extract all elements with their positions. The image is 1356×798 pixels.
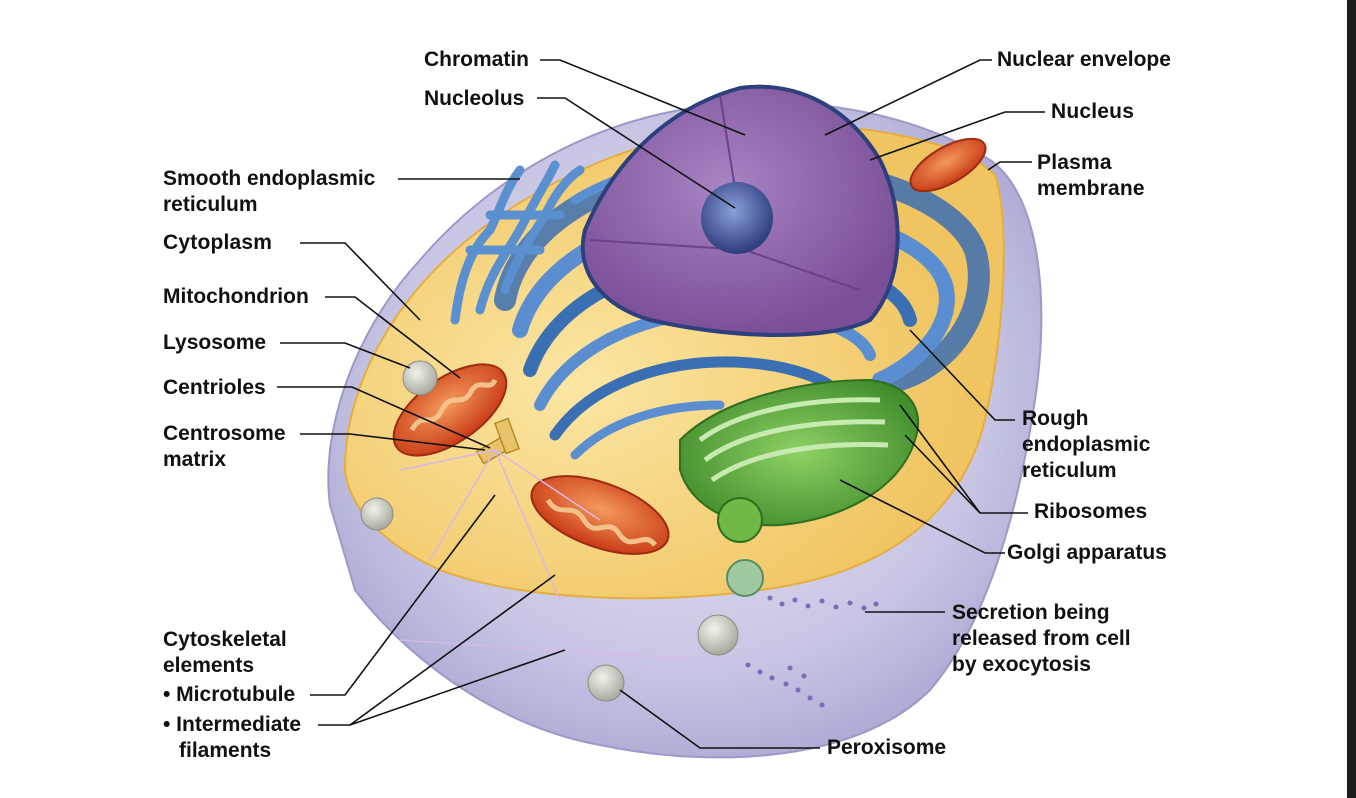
label-centrosome-line1: Centrosome xyxy=(163,422,286,445)
exocytosis-vesicle-shape xyxy=(726,559,764,597)
label-intermediate-line1: • Intermediate xyxy=(163,713,302,736)
right-edge-bar xyxy=(1347,0,1356,798)
label-ribosomes: Ribosomes xyxy=(1034,500,1148,523)
leader-nucleus xyxy=(869,111,1045,161)
leader-centrioles xyxy=(277,386,491,449)
label-peroxisome: Peroxisome xyxy=(827,736,947,759)
leader-cytoplasm xyxy=(300,242,421,321)
label-nucleolus: Nucleolus xyxy=(424,87,525,110)
leader-nuclear-envelope xyxy=(824,59,992,136)
label-lysosome: Lysosome xyxy=(163,331,267,354)
label-cytoplasm: Cytoplasm xyxy=(163,231,273,254)
leader-intermediate-2 xyxy=(349,649,566,726)
label-smooth-er-line1: Smooth endoplasmic xyxy=(163,167,376,190)
vesicle-shape xyxy=(360,497,394,531)
label-plasma-membrane-line2: membrane xyxy=(1037,177,1145,200)
leader-nucleolus xyxy=(537,97,736,209)
leader-golgi xyxy=(839,479,1005,554)
label-centrosome-line2: matrix xyxy=(163,448,227,471)
lysosome-shape xyxy=(402,360,438,396)
leader-rough-er xyxy=(909,329,1015,421)
label-mitochondrion: Mitochondrion xyxy=(163,285,309,308)
label-smooth-er-line2: reticulum xyxy=(163,193,258,216)
label-centrioles: Centrioles xyxy=(163,376,266,399)
label-plasma-membrane-line1: Plasma xyxy=(1037,151,1112,174)
vesicle-shape xyxy=(697,614,739,656)
label-microtubule: • Microtubule xyxy=(163,683,296,706)
nucleolus-shape xyxy=(701,182,773,254)
leader-centrosome-matrix xyxy=(300,433,486,451)
mitochondrion-right-shape xyxy=(909,137,987,193)
leader-lysosome xyxy=(280,342,411,369)
leader-mitochondrion xyxy=(325,296,461,379)
label-rough-er-line2: endoplasmic xyxy=(1022,433,1151,456)
smooth-er-shape xyxy=(450,160,620,325)
leader-microtubule xyxy=(310,494,496,696)
label-cytoskeletal-line2: elements xyxy=(163,654,255,677)
leader-chromatin xyxy=(540,59,746,136)
leader-peroxisome xyxy=(619,689,820,749)
label-cytoskeletal-line1: Cytoskeletal xyxy=(163,628,287,651)
leader-lines xyxy=(277,59,1045,749)
label-nuclear-envelope: Nuclear envelope xyxy=(997,48,1171,71)
label-chromatin: Chromatin xyxy=(424,48,529,71)
cytoskeleton-lines xyxy=(399,449,701,661)
label-golgi: Golgi apparatus xyxy=(1007,541,1167,564)
label-secretion-line1: Secretion being xyxy=(952,601,1110,624)
leader-plasma-membrane xyxy=(987,161,1032,171)
label-secretion-line2: released from cell xyxy=(952,627,1131,650)
label-secretion-line3: by exocytosis xyxy=(952,653,1091,676)
secretion-particles xyxy=(745,595,879,708)
nucleus-shape xyxy=(580,84,900,337)
peroxisome-shape xyxy=(587,664,625,702)
label-rough-er-line1: Rough xyxy=(1022,407,1089,430)
centrioles-shape xyxy=(475,417,521,465)
label-nucleus: Nucleus xyxy=(1051,100,1135,123)
leader-ribosomes-2 xyxy=(904,434,981,514)
label-intermediate-line2: filaments xyxy=(179,739,272,762)
label-rough-er-line3: reticulum xyxy=(1022,459,1117,482)
mitochondrion-bottom-shape xyxy=(530,475,670,555)
